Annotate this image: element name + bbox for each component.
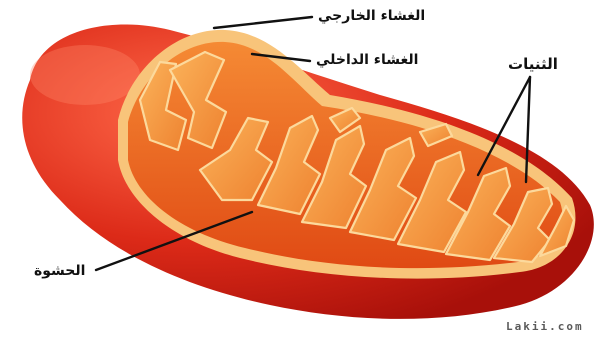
watermark-text: Lakii.com bbox=[506, 320, 584, 333]
cristae-label: الثنيات bbox=[508, 55, 558, 73]
outer-membrane-label: الغشاء الخارجي bbox=[318, 8, 425, 24]
inner-membrane-label: الغشاء الداخلي bbox=[316, 52, 418, 68]
leader-line-outer-membrane bbox=[214, 17, 312, 28]
outer-membrane-highlight bbox=[30, 45, 140, 105]
matrix-label: الحشوة bbox=[34, 263, 85, 279]
